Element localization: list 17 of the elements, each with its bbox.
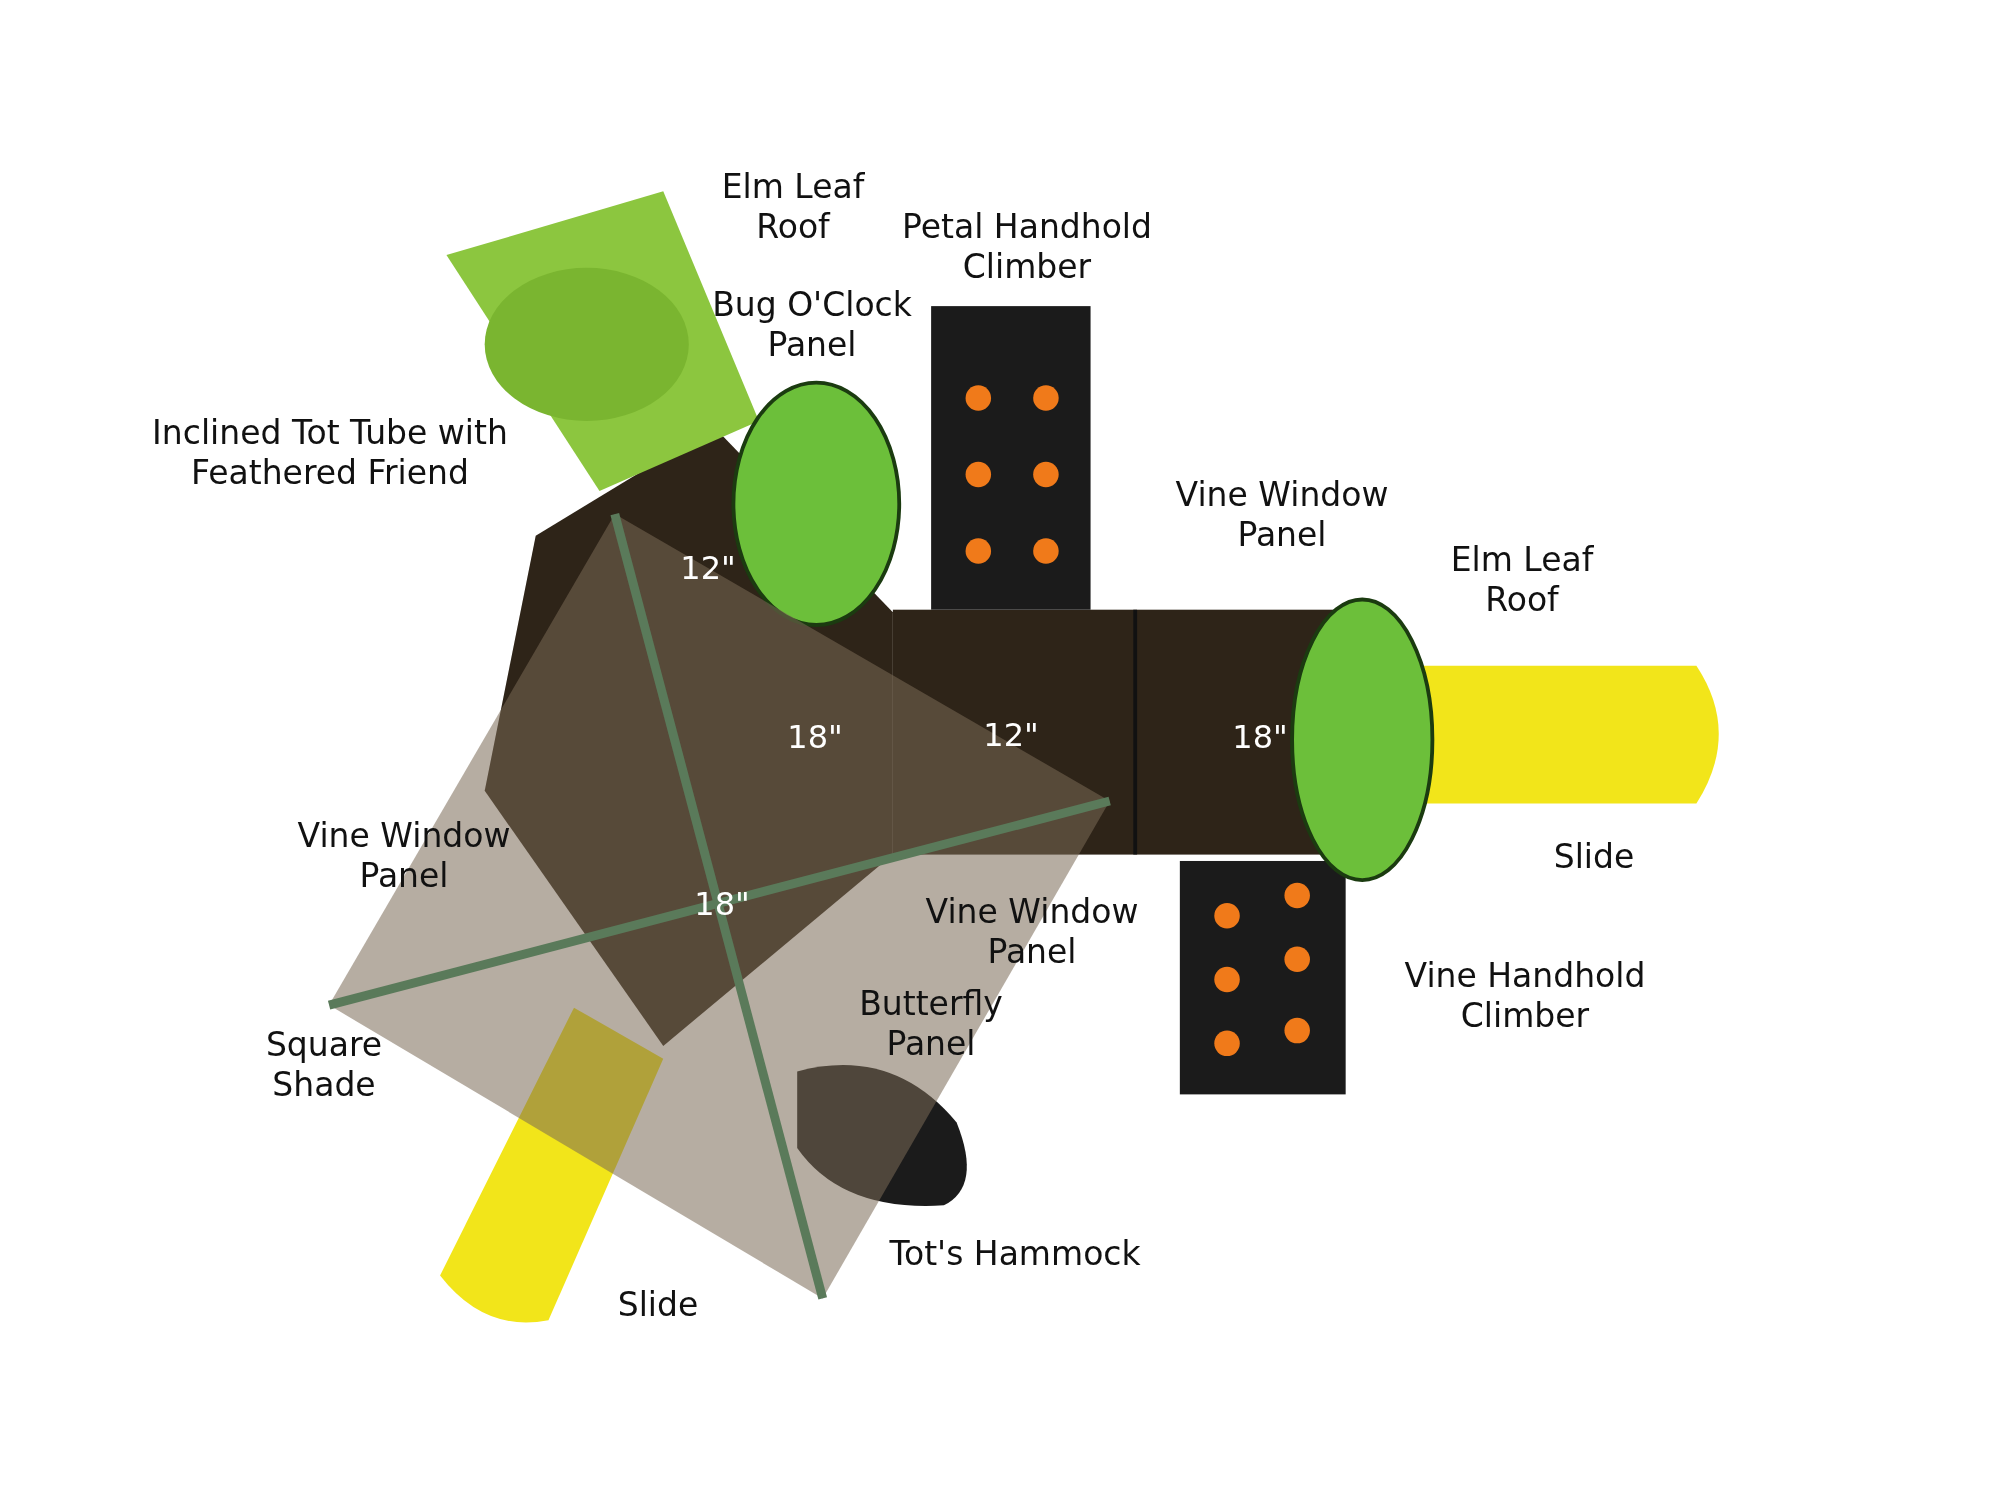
part-label: Square Shade (264, 1025, 384, 1105)
deck-height-label: 12" (982, 715, 1040, 755)
part-label: Vine Window Panel (1174, 475, 1390, 555)
deck-height-label: 12" (679, 548, 737, 588)
part-label: Inclined Tot Tube with Feathered Friend (151, 413, 509, 493)
part-label: Elm Leaf Roof (1449, 540, 1595, 620)
part-label: Vine Window Panel (924, 892, 1140, 972)
deck-height-label: 18" (786, 717, 844, 757)
deck-height-label: 18" (1231, 717, 1289, 757)
part-label: Slide (616, 1285, 700, 1325)
part-label: Vine Handhold Climber (1403, 956, 1647, 1036)
part-label: Tot's Hammock (888, 1234, 1142, 1274)
part-label: Slide (1552, 837, 1636, 877)
part-label: Petal Handhold Climber (901, 207, 1153, 287)
part-label: Elm Leaf Roof (720, 167, 866, 247)
deck-height-label: 18" (693, 884, 751, 924)
part-label: Bug O'Clock Panel (711, 285, 913, 365)
